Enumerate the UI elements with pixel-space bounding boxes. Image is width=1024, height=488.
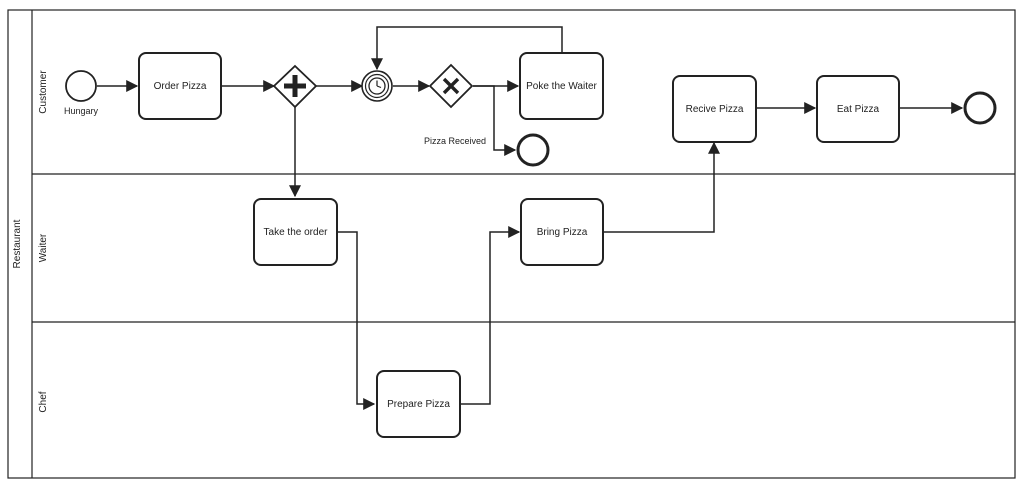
task-eat-pizza[interactable]: Eat Pizza [816, 75, 900, 143]
flow-take-order-to-prepare [337, 231, 376, 410]
flow-prepare-to-bring [460, 226, 521, 405]
task-order-pizza[interactable]: Order Pizza [138, 52, 222, 120]
task-eat-pizza-box[interactable] [816, 75, 900, 143]
task-prepare-pizza-label: Prepare Pizza [387, 399, 450, 410]
plus-icon-vertical [292, 75, 298, 97]
flow-poke-to-timer [371, 26, 563, 71]
clock-icon-minute-hand [376, 85, 382, 89]
flow-bring-to-receive [603, 141, 720, 233]
task-poke-waiter-box[interactable] [519, 52, 604, 120]
task-receive-pizza[interactable]: Recive Pizza [672, 75, 757, 143]
lane-label-customer: Customer [38, 70, 49, 114]
pool-border [7, 9, 1016, 479]
start-event-circle[interactable] [65, 70, 97, 102]
parallel-gateway[interactable] [272, 64, 318, 109]
clock-icon [368, 77, 386, 95]
exclusive-gateway[interactable] [428, 63, 474, 109]
task-bring-pizza[interactable]: Bring Pizza [520, 198, 604, 266]
task-order-pizza-box[interactable] [138, 52, 222, 120]
x-icon-stroke-b [442, 77, 460, 95]
task-order-pizza-label: Order Pizza [154, 81, 207, 92]
task-bring-pizza-box[interactable] [520, 198, 604, 266]
pool-label: Restaurant [12, 219, 23, 268]
flow-exclusive-to-received [473, 85, 517, 156]
task-bring-pizza-label: Bring Pizza [537, 227, 588, 238]
lane-label-chef: Chef [38, 391, 49, 412]
task-prepare-pizza-box[interactable] [376, 370, 461, 438]
task-take-order-label: Take the order [264, 227, 329, 238]
task-poke-waiter[interactable]: Poke the Waiter [519, 52, 604, 120]
end-event-final-circle[interactable] [963, 91, 997, 125]
pool-restaurant: Restaurant [7, 9, 1016, 479]
task-eat-pizza-label: Eat Pizza [837, 104, 880, 115]
sequence-flows [97, 26, 964, 410]
lanes: Customer Waiter Chef [32, 70, 1015, 413]
task-prepare-pizza[interactable]: Prepare Pizza [376, 370, 461, 438]
end-event-pizza-received-circle[interactable] [516, 133, 550, 167]
task-receive-pizza-label: Recive Pizza [686, 104, 744, 115]
start-event-label: Hungary [64, 106, 99, 116]
lane-label-waiter: Waiter [38, 233, 49, 262]
end-event-pizza-received[interactable]: Pizza Received [424, 133, 550, 167]
task-poke-waiter-label: Poke the Waiter [526, 81, 597, 92]
end-event-pizza-received-label: Pizza Received [424, 136, 486, 146]
timer-event[interactable] [361, 70, 393, 102]
task-take-order[interactable]: Take the order [253, 198, 338, 266]
x-icon [442, 77, 460, 95]
task-take-order-box[interactable] [253, 198, 338, 266]
task-receive-pizza-box[interactable] [672, 75, 757, 143]
start-event[interactable]: Hungary [64, 70, 99, 116]
plus-icon [284, 75, 306, 97]
timer-event-inner [364, 73, 390, 99]
end-event-final[interactable] [963, 91, 997, 125]
